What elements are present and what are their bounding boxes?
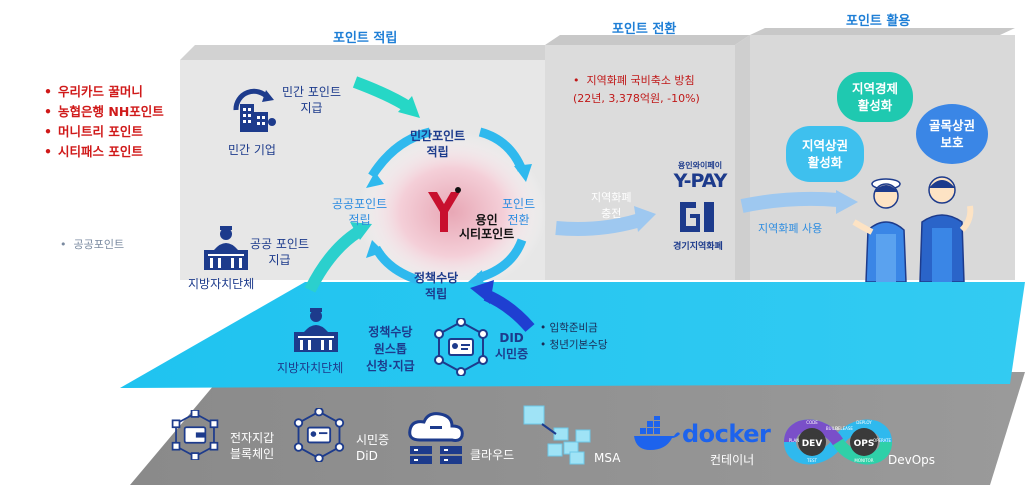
devops-release-text: RELEASE (835, 426, 853, 431)
gyeonggi-currency-icon (680, 202, 714, 232)
title-accumulate: 포인트 적립 (333, 31, 398, 46)
ypay-logo: 용인와이페이 Y-PAY (654, 160, 746, 191)
panel-convert (545, 35, 750, 45)
devops-plan-text: PLAN (789, 438, 799, 443)
did-arrow (483, 289, 535, 332)
devops-build-text: BUILD (826, 426, 838, 431)
ypay-name: Y-PAY (673, 170, 728, 192)
cycle-arrow-right (478, 127, 527, 172)
cycle-arrow-left (372, 245, 420, 285)
private-point-give-label: 민간 포인트 지급 (282, 85, 342, 115)
yongin-logo-icon (428, 187, 461, 232)
use-label: 지역화폐 사용 (758, 222, 823, 235)
panel-convert-face (545, 45, 735, 280)
private-company-label: 민간 기업 (228, 143, 276, 157)
container-label: 컨테이너 (710, 453, 755, 467)
public-point-arrowhead (350, 222, 372, 240)
cycle-private-accum: 민간포인트 적립 (410, 129, 466, 159)
private-point-list: 우리카드 꿀머니 농협은행 NH포인트 머니트리 포인트 시티패스 포인트 (44, 82, 164, 162)
private-point-item: 우리카드 꿀머니 (44, 82, 164, 102)
platform-local-gov-label: 지방자치단체 (277, 361, 344, 375)
blockchain-label: 전자지갑 블록체인 (230, 431, 275, 461)
devops-code-text: CODE (806, 420, 818, 425)
allowance-item: • 청년기본수당 (540, 339, 608, 351)
panel-use (750, 28, 1015, 35)
devops-infinity-icon: DEV OPS CODE BUILD TEST RELEASE DEPLOY M… (783, 419, 893, 465)
blockchain-icon (171, 410, 219, 460)
center-title: 용인 시티포인트 (459, 213, 515, 241)
docker-logo: docker (682, 420, 771, 448)
did-tech-label: 시민증 DiD (356, 433, 390, 463)
cycle-arrow-bottom (476, 238, 527, 283)
cycle-policy-accum: 정책수당 적립 (414, 271, 459, 301)
did-network-icon (434, 318, 488, 376)
merchants-icon (852, 176, 974, 282)
cloud-label: 클라우드 (470, 448, 515, 462)
bubble-local-economy: 지역경제 활성화 (837, 72, 913, 122)
private-point-item: 농협은행 NH포인트 (44, 102, 164, 122)
panel-accumulate (180, 45, 560, 60)
cloud-icon (408, 412, 464, 464)
gyeonggi-currency-label: 경기지역화폐 (673, 242, 723, 252)
platform-layer (120, 282, 1025, 388)
devops-monitor-text: MONITOR (854, 458, 873, 463)
devops-label: DevOps (888, 453, 936, 467)
title-convert: 포인트 전환 (612, 22, 677, 37)
public-point-arrow (304, 226, 362, 293)
charge-label: 지역화폐 충전 (591, 191, 632, 220)
devops-dev-text: DEV (802, 439, 823, 449)
did-tech-icon (293, 408, 345, 462)
charge-arrow (555, 213, 643, 236)
bubble-local-commerce: 지역상권 활성화 (786, 126, 864, 182)
public-point-note: • 공공포인트 (60, 238, 125, 251)
msa-label: MSA (594, 451, 621, 465)
did-citizen-label: DID 시민증 (495, 331, 529, 361)
local-gov-icon (204, 226, 248, 270)
cycle-public-accum: 공공포인트 적립 (332, 197, 388, 227)
cycle-convert: 포인트 전환 (502, 197, 536, 227)
bubble-alley-protect: 골목상권 보호 (916, 104, 988, 164)
convert-note: • 지역화폐 국비축소 방침 (22년, 3,378억원, -10%) (573, 74, 700, 105)
allowance-item: • 입학준비금 (540, 322, 598, 334)
devops-operate-text: OPERATE (873, 438, 892, 443)
use-arrow (740, 191, 839, 213)
devops-test-text: TEST (806, 458, 818, 463)
private-point-arrowhead (398, 96, 420, 118)
policy-onestop-label: 정책수당 원스톱 신청·지급 (366, 325, 415, 373)
public-point-give-label: 공공 포인트 지급 (250, 237, 310, 267)
local-gov-label: 지방자치단체 (188, 277, 255, 291)
bullet-dot: • (60, 238, 74, 251)
devops-deploy-text: DEPLOY (856, 420, 872, 425)
local-gov-platform-icon (294, 308, 338, 352)
center-glow (357, 132, 547, 292)
private-point-arrow (352, 76, 414, 114)
allowance-list: • 입학준비금 • 청년기본수당 (540, 320, 608, 354)
cycle-arrow-top (368, 127, 432, 179)
private-point-item: 시티패스 포인트 (44, 142, 164, 162)
docker-whale-icon (634, 416, 680, 450)
devops-ops-text: OPS (854, 439, 875, 449)
msa-icon (523, 405, 591, 465)
did-arrowhead (470, 280, 494, 304)
private-point-item: 머니트리 포인트 (44, 122, 164, 142)
private-company-icon (233, 88, 276, 132)
title-use: 포인트 활용 (846, 14, 911, 29)
